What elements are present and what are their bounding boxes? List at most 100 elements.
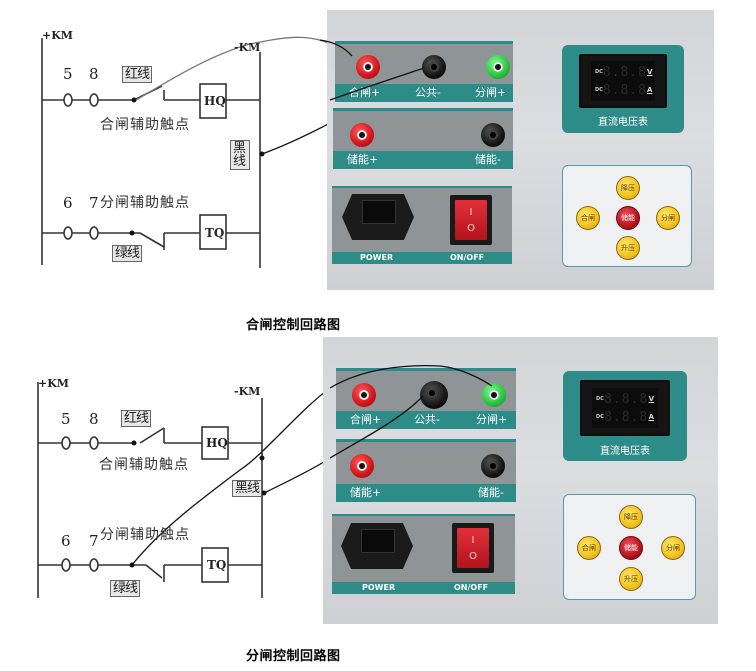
bus-negative-label: -KM (234, 41, 261, 54)
terminal-7 (89, 558, 99, 572)
energy-storage-button[interactable]: 储能 (619, 536, 643, 560)
common-negative-label: 公共- (414, 413, 440, 426)
storage-negative-jack[interactable] (481, 454, 505, 478)
common-negative-jack[interactable] (422, 55, 446, 79)
open-button[interactable]: 分闸 (661, 536, 685, 560)
storage-positive-jack[interactable] (350, 123, 374, 147)
terminal-number: 5 (63, 65, 73, 83)
current-readout: 8.8.8 (602, 82, 647, 98)
open-positive-label: 分闸+ (476, 413, 508, 426)
open-aux-contact (145, 564, 163, 579)
closing-circuit-diagram: +KM -KM 5 8 6 7 红线 黑线 绿线 合闸辅助触点 分闸辅助触点 H… (0, 0, 330, 300)
close-positive-jack[interactable] (352, 383, 376, 407)
opening-circuit-diagram: +KM -KM 5 8 6 7 红线 黑线 绿线 合闸辅助触点 分闸辅助触点 H… (0, 330, 330, 630)
terminal-number: 7 (89, 194, 99, 212)
red-wire-tag: 红线 (121, 410, 152, 427)
storage-positive-jack[interactable] (350, 454, 374, 478)
terminal-6 (61, 558, 71, 572)
open-aux-contact (139, 232, 165, 248)
energy-storage-button[interactable]: 储能 (616, 206, 640, 230)
open-positive-jack[interactable] (486, 55, 510, 79)
close-button[interactable]: 合闸 (577, 536, 601, 560)
common-negative-jack[interactable] (420, 381, 448, 409)
power-label: POWER (360, 253, 394, 262)
power-socket[interactable] (341, 523, 413, 569)
storage-positive-label: 储能+ (347, 153, 379, 166)
decrease-voltage-button[interactable]: 降压 (616, 176, 640, 200)
close-positive-label: 合闸+ (350, 413, 382, 426)
bus-negative-label: -KM (234, 385, 261, 398)
open-positive-jack[interactable] (482, 383, 506, 407)
close-aux-contact-label: 合闸辅助触点 (100, 117, 190, 133)
terminal-number: 5 (61, 410, 71, 428)
close-aux-contact (139, 427, 165, 444)
storage-negative-label: 储能- (475, 153, 501, 166)
storage-negative-jack[interactable] (481, 123, 505, 147)
meter-title: 直流电压表 (600, 446, 650, 457)
voltage-readout: 8.8.8 (602, 64, 647, 80)
green-wire-tag: 绿线 (112, 245, 143, 262)
closing-circuit-lines (41, 36, 330, 268)
energy-storage-jack-group: 储能+ 储能- (333, 108, 513, 169)
black-wire-tag: 黑线 (232, 480, 263, 497)
increase-voltage-button[interactable]: 升压 (616, 236, 640, 260)
coil-hq-label: HQ (206, 436, 228, 450)
opening-circuit-lines (37, 382, 330, 598)
opening-circuit-caption: 分闸控制回路图 (246, 649, 341, 664)
bus-positive-label: +KM (38, 377, 69, 390)
bus-positive-label: +KM (42, 29, 73, 42)
close-button[interactable]: 合闸 (576, 206, 600, 230)
terminal-5 (63, 93, 73, 107)
red-test-lead (135, 36, 330, 101)
close-positive-label: 合闸+ (349, 86, 381, 99)
coil-hq-box (199, 83, 227, 119)
coil-tq-label: TQ (207, 558, 227, 572)
energy-storage-jack-group: 储能+ 储能- (336, 439, 516, 502)
closing-circuit-caption: 合闸控制回路图 (246, 318, 341, 333)
red-wire-tag: 红线 (122, 66, 153, 83)
open-positive-label: 分闸+ (475, 86, 507, 99)
terminal-number: 6 (63, 194, 73, 212)
open-aux-contact-label: 分闸辅助触点 (100, 527, 190, 543)
black-test-lead (261, 122, 330, 155)
terminal-8 (89, 93, 99, 107)
switch-label: ON/OFF (450, 253, 485, 262)
power-socket[interactable] (342, 194, 414, 240)
coil-tq-label: TQ (205, 226, 225, 240)
green-test-lead (131, 387, 330, 566)
terminal-7 (89, 226, 99, 240)
power-label: POWER (362, 583, 396, 592)
terminal-5 (61, 436, 71, 450)
current-readout: 8.8.8 (604, 409, 649, 425)
coil-hq-label: HQ (204, 94, 226, 108)
black-test-lead (263, 457, 330, 494)
terminal-number: 8 (89, 65, 99, 83)
voltage-readout: 8.8.8 (604, 391, 649, 407)
open-aux-contact-label: 分闸辅助触点 (100, 195, 190, 211)
close-positive-jack[interactable] (356, 55, 380, 79)
black-wire-tag: 黑线 (230, 140, 250, 170)
terminal-6 (63, 226, 73, 240)
trip-close-jack-group: 合闸+ 公共- 分闸+ (336, 368, 516, 429)
terminal-number: 6 (61, 532, 71, 550)
green-wire-tag: 绿线 (110, 580, 141, 597)
control-keypad: 降压 合闸 储能 分闸 升压 (562, 165, 692, 267)
trip-close-jack-group: 合闸+ 公共- 分闸+ (335, 41, 513, 102)
terminal-number: 7 (89, 532, 99, 550)
storage-negative-label: 储能- (478, 486, 504, 499)
increase-voltage-button[interactable]: 升压 (619, 567, 643, 591)
meter-title: 直流电压表 (598, 117, 648, 128)
terminal-number: 8 (89, 410, 99, 428)
open-button[interactable]: 分闸 (656, 206, 680, 230)
decrease-voltage-button[interactable]: 降压 (619, 505, 643, 529)
control-keypad: 降压 合闸 储能 分闸 升压 (563, 494, 696, 600)
